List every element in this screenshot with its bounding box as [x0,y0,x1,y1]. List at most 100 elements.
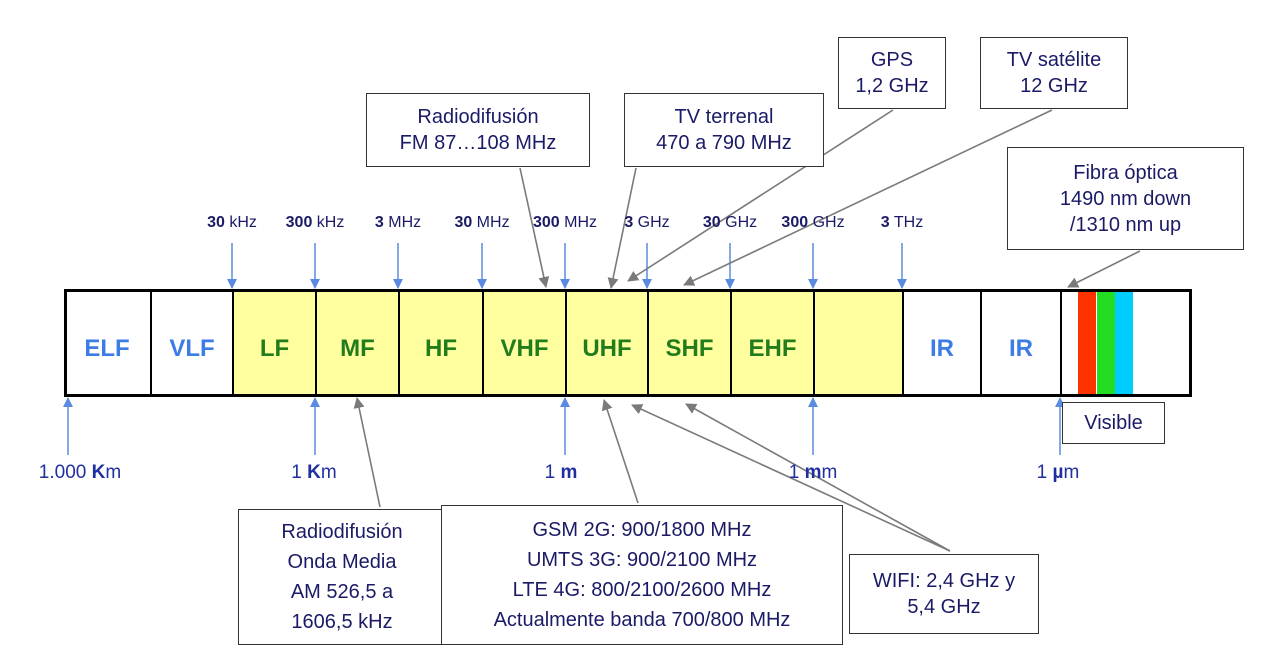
visible-stripe [1078,291,1096,395]
band-label: MF [340,335,375,362]
wavelength-unit: m [320,462,337,483]
frequency-value: 3 [880,214,890,231]
band-vlf-1: VLF [150,291,232,395]
callout-line: GSM 2G: 900/1800 MHz [532,519,752,541]
callout-fibra: Fibra óptica 1490 nm down/1310 nm up [1007,147,1244,250]
callout-arrow [683,109,1053,286]
frequency-label: 3 MHz [375,214,421,232]
callout-line: LTE 4G: 800/2100/2600 MHz [512,579,772,601]
callout-line: Radiodifusión [281,521,403,543]
wavelength-prefix: K [91,462,106,483]
visible-stripe [1097,291,1115,395]
callout-line: GPS [870,49,914,71]
frequency-label: 300 MHz [533,214,597,232]
frequency-unit: MHz [383,214,422,231]
callout-line: TV terrenal [674,106,774,128]
callout-wifi: WIFI: 2,4 GHz y 5,4 GHz [849,554,1039,634]
callout-line: AM 526,5 a [290,581,394,603]
frequency-value: 30 [207,214,225,231]
visible-stripe [1115,291,1133,395]
callout-line: Radiodifusión [417,106,539,128]
wavelength-unit: m [105,462,122,483]
band-lf-2: LF [232,291,315,395]
wavelength-unit: m [821,462,838,483]
callout-arrow [601,399,639,504]
band-label: SHF [665,335,714,362]
band-blank-9 [813,291,902,395]
frequency-unit: MHz [559,214,598,231]
frequency-value: 3 [374,214,384,231]
band-label: HF [425,335,457,362]
callout-line: 470 a 790 MHz [656,132,792,154]
frequency-arrows [63,243,1065,455]
frequency-value: 3 [624,214,634,231]
wavelength-label: 1.000 Km [39,462,121,484]
callout-arrow [627,109,894,282]
wavelength-unit: m [1063,462,1080,483]
frequency-unit: MHz [472,214,510,231]
band-label: IR [1009,335,1033,362]
frequency-label: 30 GHz [703,214,757,232]
callout-line: 5,4 GHz [907,596,981,618]
wavelength-prefix: m [560,462,578,483]
frequency-label: 30 kHz [207,214,257,232]
callout-arrow [1067,250,1141,288]
callout-tv-satelite: TV satélite 12 GHz [980,37,1128,109]
callout-line: 1,2 GHz [855,75,929,97]
wavelength-label: 1 Km [291,462,336,484]
band-label: VHF [500,335,549,362]
frequency-unit: GHz [720,214,758,231]
frequency-value: 300 [532,214,560,231]
frequency-label: 300 GHz [781,214,844,232]
callout-line: 1490 nm down [1059,187,1192,210]
band-label: ELF [84,335,130,362]
callout-line: FM 87…108 MHz [399,132,557,154]
band-label: EHF [748,335,797,362]
callout-arrow [353,397,381,508]
callout-line: UMTS 3G: 900/2100 MHz [526,549,758,571]
callout-line: /1310 nm up [1069,213,1182,236]
wavelength-prefix: m [804,462,822,483]
frequency-unit: GHz [633,214,670,231]
callout-arrow [607,167,637,289]
band-hf-4: HF [398,291,482,395]
wavelength-label: 1 µm [1037,462,1080,484]
callout-line: 1606,5 kHz [291,611,393,633]
frequency-value: 300 [781,214,809,231]
wavelength-number: 1 [1036,462,1053,483]
band-label: VLF [169,335,215,362]
frequency-value: 30 [702,214,721,231]
band-label: IR [930,335,954,362]
callout-gps: GPS 1,2 GHz [838,37,946,109]
band-label: LF [259,335,290,362]
callout-arrows [353,109,1141,552]
frequency-label: 30 MHz [454,214,509,232]
frequency-unit: GHz [808,214,845,231]
wavelength-number: 1 [291,462,308,483]
frequency-unit: kHz [312,214,345,231]
callout-line: Onda Media [287,551,397,573]
callout-line: WIFI: 2,4 GHz y [872,570,1016,592]
callout-arrow [519,167,550,288]
callout-line: Visible [1084,412,1143,434]
band-ehf-8: EHF [730,291,813,395]
wavelength-prefix: K [307,462,321,483]
wavelength-label: 1 mm [789,462,838,484]
frequency-unit: kHz [224,214,257,231]
frequency-label: 300 kHz [286,214,345,232]
frequency-value: 300 [285,214,313,231]
band-ir-10: IR [902,291,980,395]
wavelength-label: 1 m [545,462,578,484]
callout-arrow [631,404,951,552]
callout-line: 12 GHz [1020,75,1088,97]
callout-line: TV satélite [1006,49,1102,71]
callout-line: Fibra óptica [1073,161,1178,184]
band-shf-7: SHF [647,291,730,395]
frequency-label: 3 GHz [624,214,669,232]
wavelength-number: 1 [788,462,805,483]
wavelength-number: 1 [544,462,561,483]
callout-visible: Visible [1062,402,1165,444]
